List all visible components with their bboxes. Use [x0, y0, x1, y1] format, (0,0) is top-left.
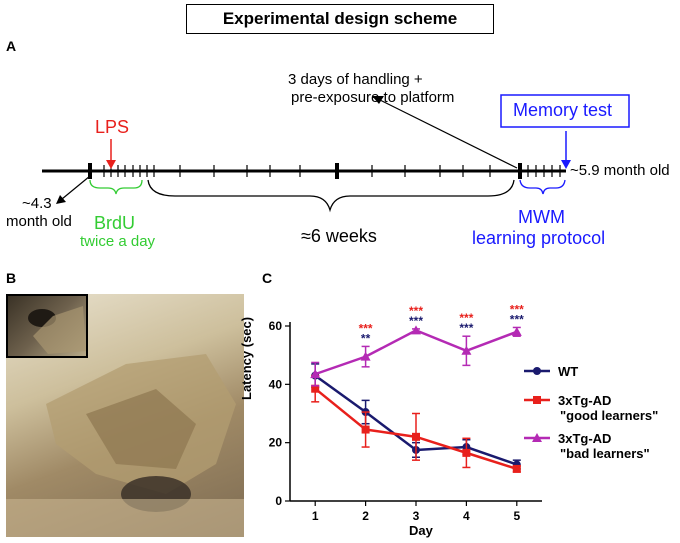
memory-test-arrowhead — [561, 160, 571, 169]
data-point — [412, 432, 420, 441]
significance-blue: *** — [409, 314, 423, 328]
data-point — [361, 425, 370, 434]
legend-wt-label: WT — [558, 364, 579, 379]
photo-texture — [6, 354, 244, 537]
mwm-protocol-label: learning protocol — [472, 228, 606, 248]
brdu-schedule-label: twice a day — [80, 233, 156, 250]
x-tick-label: 4 — [463, 509, 470, 523]
start-age-arrow — [61, 175, 91, 200]
data-point — [512, 464, 521, 473]
significance-red: *** — [409, 304, 423, 318]
mwm-brace — [519, 179, 566, 195]
data-point — [310, 369, 321, 379]
inset-photo — [6, 294, 88, 358]
legend-good-label-1: 3xTg-AD — [558, 393, 612, 408]
lps-label: LPS — [95, 117, 130, 137]
panel-c-label: C — [262, 270, 273, 286]
significance-red: *** — [459, 311, 473, 325]
brdu-brace — [89, 179, 143, 195]
start-age-line2: month old — [6, 213, 72, 230]
data-point — [411, 325, 421, 335]
memory-test-box — [500, 94, 630, 128]
handling-note-line2: pre-exposure to platform — [291, 89, 455, 106]
x-axis-label: Day — [409, 523, 433, 538]
y-tick-label: 20 — [269, 436, 283, 450]
x-tick-label: 3 — [413, 509, 420, 523]
significance-blue: *** — [459, 321, 473, 335]
y-axis-label: Latency (sec) — [239, 316, 254, 400]
significance-red: *** — [359, 321, 373, 335]
significance-red: *** — [510, 302, 524, 316]
handling-note-line1: 3 days of handling + — [288, 71, 423, 88]
data-point — [360, 351, 371, 361]
timeline-ticks — [88, 163, 561, 179]
lps-arrowhead — [106, 160, 116, 169]
inset-texture — [28, 306, 86, 354]
data-point — [511, 326, 522, 336]
start-age-line1: ~4.3 — [22, 195, 52, 212]
figure-title: Experimental design scheme — [186, 4, 494, 34]
legend-good-label-2: "good learners" — [560, 408, 659, 423]
weeks-label: ≈6 weeks — [301, 226, 377, 246]
y-tick-label: 40 — [269, 377, 283, 391]
legend-markers — [524, 367, 550, 442]
series-2 — [310, 325, 522, 387]
legend-bad-label-2: "bad learners" — [560, 446, 650, 461]
legend-marker — [532, 433, 542, 442]
significance-blue: ** — [361, 331, 371, 345]
x-tick-label: 1 — [312, 509, 319, 523]
mwm-label: MWM — [518, 207, 565, 227]
brdu-label: BrdU — [94, 213, 136, 233]
x-tick-label: 2 — [362, 509, 369, 523]
y-tick-label: 0 — [275, 494, 282, 508]
start-age-arrowhead — [56, 195, 66, 204]
significance-blue: *** — [510, 312, 524, 326]
handling-arrow — [379, 99, 518, 169]
series-1 — [311, 374, 521, 473]
data-point — [462, 448, 471, 457]
panel-b-label: B — [6, 270, 17, 286]
legend-marker — [533, 367, 541, 375]
memory-test-label: Memory test — [513, 100, 613, 120]
end-age-label: ~5.9 month old — [570, 162, 670, 179]
x-tick-label: 5 — [513, 509, 520, 523]
data-point — [461, 345, 472, 355]
weeks-brace — [147, 179, 515, 213]
legend-marker — [533, 396, 541, 404]
legend-bad-label-1: 3xTg-AD — [558, 431, 612, 446]
series-line — [314, 328, 518, 376]
y-tick-label: 60 — [269, 319, 283, 333]
data-point — [311, 384, 320, 393]
panel-a-label: A — [6, 38, 17, 54]
handling-arrowhead — [372, 96, 384, 104]
